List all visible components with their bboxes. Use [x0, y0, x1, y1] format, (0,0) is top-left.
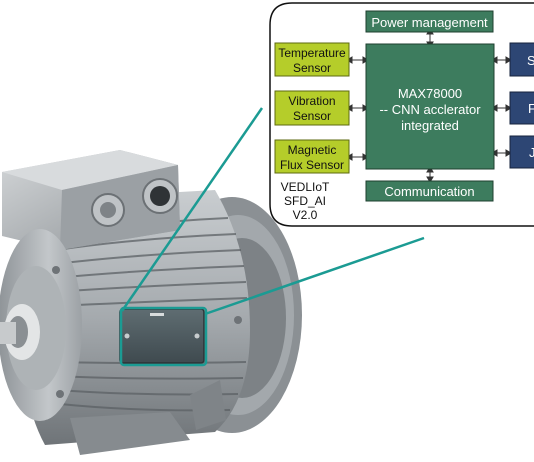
- right-block-f-label: F: [528, 101, 534, 116]
- mcu-block: MAX78000 -- CNN acclerator integrated: [365, 43, 495, 170]
- board-version-label: VEDLIoT SFD_AI V2.0: [281, 180, 330, 222]
- communication-label: Communication: [384, 184, 474, 199]
- temperature-sensor-block: Temperature Sensor: [274, 42, 350, 77]
- temperature-sensor-label-1: Temperature: [278, 46, 346, 60]
- magnetic-flux-sensor-label-2: Flux Sensor: [280, 158, 344, 172]
- right-block-f: F: [509, 91, 534, 125]
- magnetic-flux-sensor-label-1: Magnetic: [288, 143, 337, 157]
- board-name: VEDLIoT: [281, 180, 330, 194]
- mcu-name: MAX78000: [398, 86, 462, 101]
- power-management-label: Power management: [371, 15, 488, 30]
- mcu-description: -- CNN acclerator: [379, 102, 481, 117]
- sensor-highlight-frame: [119, 306, 208, 367]
- board-model: SFD_AI: [284, 194, 326, 208]
- vibration-sensor-label-2: Sensor: [293, 109, 331, 123]
- vibration-sensor-block: Vibration Sensor: [274, 90, 350, 126]
- magnetic-flux-sensor-block: Magnetic Flux Sensor: [274, 139, 350, 174]
- right-block-j-label: J: [529, 145, 534, 160]
- leader-lines: [120, 107, 425, 316]
- temperature-sensor-label-2: Sensor: [293, 61, 331, 75]
- right-block-s-label: S: [527, 53, 534, 68]
- vibration-sensor-label-1: Vibration: [288, 94, 335, 108]
- mcu-description-2: integrated: [401, 118, 459, 133]
- electric-motor-image: [0, 150, 302, 455]
- board-version: V2.0: [293, 208, 318, 222]
- sensor-module: [119, 308, 205, 364]
- power-management-block: Power management: [365, 10, 494, 33]
- communication-block: Communication: [365, 180, 494, 202]
- right-block-s: S: [509, 42, 534, 77]
- right-block-j: J: [509, 135, 534, 169]
